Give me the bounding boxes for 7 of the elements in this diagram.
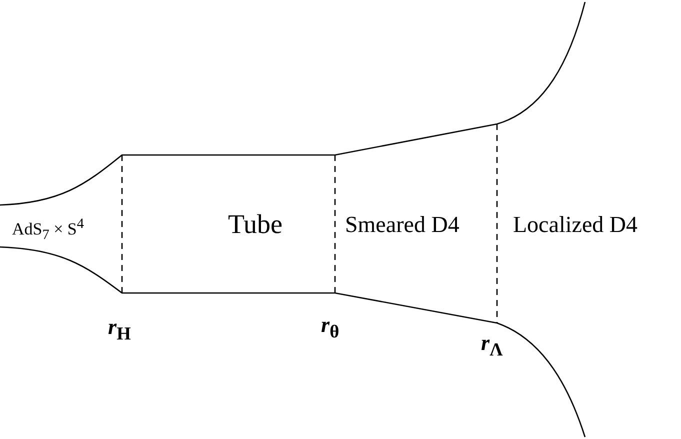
region-label: Smeared D4 [345, 213, 460, 236]
region-label: Localized D4 [513, 213, 638, 236]
region-label: AdS$_{7}$ × S$^{4}$ [12, 217, 84, 242]
radius-label: r$_{Λ}$ [481, 332, 503, 359]
radius-label: r$_{θ}$ [321, 314, 340, 341]
radius-label: r$_{H}$ [108, 316, 131, 343]
region-label: Tube [228, 211, 283, 238]
